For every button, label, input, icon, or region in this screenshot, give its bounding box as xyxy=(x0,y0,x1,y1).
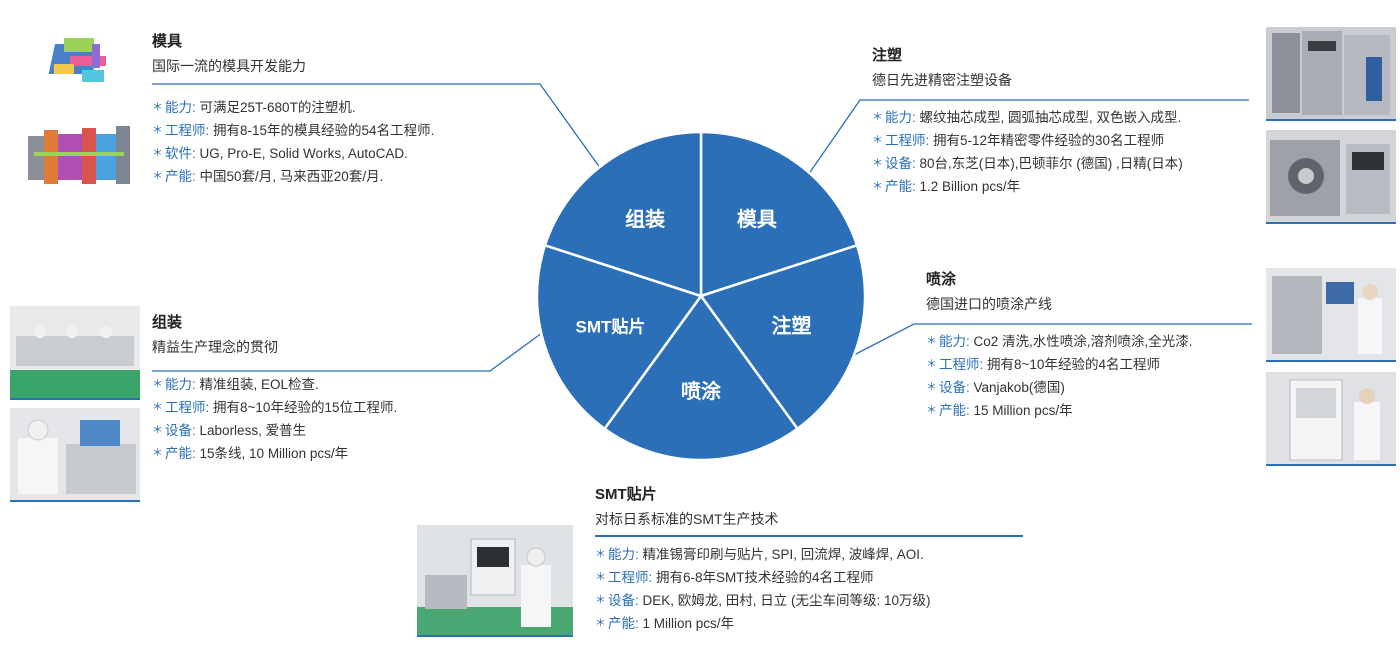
list-item: ＊工程师: 拥有6-8年SMT技术经验的4名工程师 xyxy=(595,566,1023,589)
list-item: ＊产能: 1.2 Billion pcs/年 xyxy=(872,175,1250,198)
list-item: ＊能力: 可满足25T-680T的注塑机. xyxy=(152,96,540,119)
list-item: ＊能力: 精准锡膏印刷与贴片, SPI, 回流焊, 波峰焊, AOI. xyxy=(595,543,1023,566)
list-item: ＊工程师: 拥有5-12年精密零件经验的30名工程师 xyxy=(872,129,1250,152)
spray-lab-photo xyxy=(1266,268,1396,362)
section-title: 模具 xyxy=(152,33,183,50)
capability-list: ＊能力: 螺纹抽芯成型, 圆弧抽芯成型, 双色嵌入成型. ＊工程师: 拥有5-1… xyxy=(872,106,1250,198)
list-item: ＊设备: DEK, 欧姆龙, 田村, 日立 (无尘车间等级: 10万级) xyxy=(595,589,1023,612)
capability-list: ＊能力: Co2 清洗,水性喷涂,溶剂喷涂,全光漆. ＊工程师: 拥有8~10年… xyxy=(926,330,1252,422)
section-divider xyxy=(595,535,1023,537)
bullet-icon: ＊ xyxy=(152,378,163,390)
list-item: ＊能力: Co2 清洗,水性喷涂,溶剂喷涂,全光漆. xyxy=(926,330,1252,353)
section-mold: 模具 国际一流的模具开发能力 ＊能力: 可满足25T-680T的注塑机. ＊工程… xyxy=(152,32,540,188)
list-item: ＊工程师: 拥有8-15年的模具经验的54名工程师. xyxy=(152,119,540,142)
section-spray: 喷涂 德国进口的喷涂产线 ＊能力: Co2 清洗,水性喷涂,溶剂喷涂,全光漆. … xyxy=(926,270,1252,422)
section-title: 注塑 xyxy=(872,47,903,64)
bullet-icon: ＊ xyxy=(872,157,883,169)
bullet-icon: ＊ xyxy=(152,147,163,159)
connector-spray xyxy=(851,323,1252,357)
list-item: ＊设备: Vanjakob(德国) xyxy=(926,376,1252,399)
bullet-icon: ＊ xyxy=(152,424,163,436)
pie-segment-assembly xyxy=(543,130,703,298)
bullet-icon: ＊ xyxy=(595,548,606,560)
connector-mold xyxy=(152,83,604,173)
bullet-icon: ＊ xyxy=(926,404,937,416)
pie-label-assembly: 组装 xyxy=(625,207,665,231)
pie-label-mold: 模具 xyxy=(737,207,777,231)
bullet-icon: ＊ xyxy=(595,617,606,629)
section-subtitle: 精益生产理念的贯彻 xyxy=(152,339,278,355)
pie-label-molding: 注塑 xyxy=(772,313,812,337)
bullet-icon: ＊ xyxy=(872,180,883,192)
assembly-line-photo xyxy=(10,408,140,502)
section-title: 组装 xyxy=(152,314,183,331)
capability-list: ＊能力: 精准组装, EOL检查. ＊工程师: 拥有8~10年经验的15位工程师… xyxy=(152,373,490,465)
section-assembly: 组装 精益生产理念的贯彻 ＊能力: 精准组装, EOL检查. ＊工程师: 拥有8… xyxy=(152,313,490,465)
capability-list: ＊能力: 可满足25T-680T的注塑机. ＊工程师: 拥有8-15年的模具经验… xyxy=(152,96,540,188)
list-item: ＊产能: 15条线, 10 Million pcs/年 xyxy=(152,442,490,465)
bullet-icon: ＊ xyxy=(152,124,163,136)
list-item: ＊能力: 螺纹抽芯成型, 圆弧抽芯成型, 双色嵌入成型. xyxy=(872,106,1250,129)
connector-lines xyxy=(152,83,1252,372)
list-item: ＊设备: Laborless, 爱普生 xyxy=(152,419,490,442)
section-subtitle: 德国进口的喷涂产线 xyxy=(926,296,1052,312)
bullet-icon: ＊ xyxy=(595,571,606,583)
pie-segment-mold xyxy=(699,130,859,298)
list-item: ＊软件: UG, Pro-E, Solid Works, AutoCAD. xyxy=(152,142,540,165)
pie-label-smt: SMT贴片 xyxy=(576,316,646,336)
connector-assembly xyxy=(152,329,547,372)
section-smt: SMT贴片 对标日系标准的SMT生产技术 ＊能力: 精准锡膏印刷与贴片, SPI… xyxy=(595,485,1023,635)
pie-segment-molding xyxy=(698,243,867,431)
injection-machine-photo xyxy=(1266,27,1396,121)
section-subtitle: 国际一流的模具开发能力 xyxy=(152,58,306,74)
pie-label-spray: 喷涂 xyxy=(681,379,722,403)
list-item: ＊产能: 15 Million pcs/年 xyxy=(926,399,1252,422)
bullet-icon: ＊ xyxy=(152,101,163,113)
bullet-icon: ＊ xyxy=(595,594,606,606)
bullet-icon: ＊ xyxy=(926,335,937,347)
assembly-line-photo xyxy=(10,306,140,400)
bullet-icon: ＊ xyxy=(152,401,163,413)
section-title: SMT贴片 xyxy=(595,486,657,503)
list-item: ＊产能: 中国50套/月, 马来西亚20套/月. xyxy=(152,165,540,188)
bullet-icon: ＊ xyxy=(926,358,937,370)
list-item: ＊工程师: 拥有8~10年经验的15位工程师. xyxy=(152,396,490,419)
bullet-icon: ＊ xyxy=(872,111,883,123)
list-item: ＊能力: 精准组装, EOL检查. xyxy=(152,373,490,396)
list-item: ＊工程师: 拥有8~10年经验的4名工程师 xyxy=(926,353,1252,376)
list-item: ＊设备: 80台,东芝(日本),巴顿菲尔 (德国) ,日精(日本) xyxy=(872,152,1250,175)
mold-assembly-icon xyxy=(24,116,134,190)
smt-workshop-photo xyxy=(417,525,573,637)
section-subtitle: 德日先进精密注塑设备 xyxy=(872,72,1012,88)
section-molding: 注塑 德日先进精密注塑设备 ＊能力: 螺纹抽芯成型, 圆弧抽芯成型, 双色嵌入成… xyxy=(872,46,1250,198)
bullet-icon: ＊ xyxy=(152,170,163,182)
bullet-icon: ＊ xyxy=(152,447,163,459)
capability-list: ＊能力: 精准锡膏印刷与贴片, SPI, 回流焊, 波峰焊, AOI. ＊工程师… xyxy=(595,543,1023,635)
section-subtitle: 对标日系标准的SMT生产技术 xyxy=(595,511,779,527)
bullet-icon: ＊ xyxy=(926,381,937,393)
bullet-icon: ＊ xyxy=(872,134,883,146)
pie-segment-smt xyxy=(535,243,704,431)
list-item: ＊产能: 1 Million pcs/年 xyxy=(595,612,1023,635)
injection-machine-photo xyxy=(1266,130,1396,224)
spray-lab-photo xyxy=(1266,372,1396,466)
connector-molding xyxy=(805,99,1249,179)
section-title: 喷涂 xyxy=(926,271,957,288)
mold-3d-model-icon xyxy=(48,30,118,92)
pie-segment-spray xyxy=(602,293,800,462)
